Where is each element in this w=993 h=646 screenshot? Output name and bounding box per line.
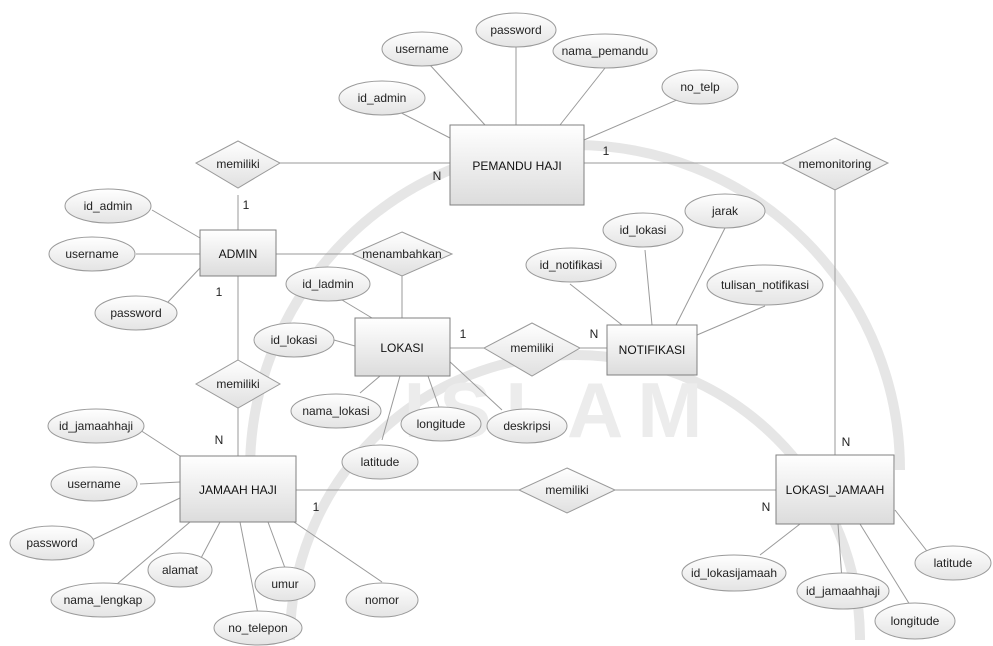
attribute-lokasi-longitude: longitude xyxy=(400,406,482,442)
svg-text:id_ladmin: id_ladmin xyxy=(302,277,353,291)
svg-text:nama_pemandu: nama_pemandu xyxy=(562,44,649,58)
svg-text:id_admin: id_admin xyxy=(84,199,133,213)
attribute-pemandu-no-telp: no_telp xyxy=(661,69,739,105)
svg-text:longitude: longitude xyxy=(891,614,940,628)
entity-jamaah-haji: JAMAAH HAJI xyxy=(179,455,297,523)
attribute-notifikasi-id-lokasi: id_lokasi xyxy=(602,212,684,248)
svg-text:deskripsi: deskripsi xyxy=(503,419,550,433)
relationship-memiliki-lokasi-notifikasi: memiliki xyxy=(482,322,582,377)
cardinality-label: N xyxy=(433,169,442,183)
svg-text:umur: umur xyxy=(271,577,298,591)
attribute-notifikasi-id-notifikasi: id_notifikasi xyxy=(525,247,617,283)
svg-text:password: password xyxy=(490,23,541,37)
svg-text:no_telp: no_telp xyxy=(680,80,720,94)
watermark-seal: ISLAM xyxy=(245,140,905,641)
svg-text:tulisan_notifikasi: tulisan_notifikasi xyxy=(721,278,809,292)
relationship-label: memiliki xyxy=(545,483,588,497)
svg-text:id_notifikasi: id_notifikasi xyxy=(540,258,603,272)
svg-text:id_lokasijamaah: id_lokasijamaah xyxy=(691,566,777,580)
entity-notifikasi: NOTIFIKASI xyxy=(606,324,698,376)
entity-label: NOTIFIKASI xyxy=(619,343,686,357)
attribute-lokasi-nama-lokasi: nama_lokasi xyxy=(290,393,382,429)
attribute-jamaah-no-telepon: no_telepon xyxy=(213,610,303,646)
attribute-pemandu-password: password xyxy=(475,12,557,48)
attribute-lokasijamaah-latitude: latitude xyxy=(914,545,992,581)
svg-text:longitude: longitude xyxy=(417,417,466,431)
attribute-admin-id-admin: id_admin xyxy=(64,188,152,224)
svg-text:username: username xyxy=(67,477,121,491)
attribute-jamaah-nama-lengkap: nama_lengkap xyxy=(50,582,156,618)
relationship-label: memonitoring xyxy=(799,157,872,171)
attribute-lokasi-id-lokasi: id_lokasi xyxy=(253,322,335,358)
svg-text:nama_lokasi: nama_lokasi xyxy=(302,404,369,418)
entity-lokasi: LOKASI xyxy=(354,317,451,377)
relationship-label: memiliki xyxy=(216,377,259,391)
svg-text:password: password xyxy=(26,536,77,550)
entity-label: LOKASI_JAMAAH xyxy=(786,483,885,497)
attribute-pemandu-nama-pemandu: nama_pemandu xyxy=(552,33,658,69)
attribute-jamaah-username: username xyxy=(50,466,138,502)
attribute-pemandu-id-admin: id_admin xyxy=(338,80,426,116)
entity-label: ADMIN xyxy=(219,247,258,261)
cardinality-label: N xyxy=(842,435,851,449)
entity-label: PEMANDU HAJI xyxy=(472,159,561,173)
cardinality-label: N xyxy=(590,327,599,341)
relationship-label: memiliki xyxy=(510,341,553,355)
svg-text:alamat: alamat xyxy=(162,563,199,577)
svg-text:id_lokasi: id_lokasi xyxy=(271,333,318,347)
entity-lokasi-jamaah: LOKASI_JAMAAH xyxy=(775,454,895,525)
attribute-jamaah-alamat: alamat xyxy=(147,552,213,588)
svg-text:username: username xyxy=(65,247,119,261)
cardinality-label: N xyxy=(215,433,224,447)
svg-text:id_lokasi: id_lokasi xyxy=(620,223,667,237)
svg-text:no_telepon: no_telepon xyxy=(228,621,287,635)
svg-text:id_admin: id_admin xyxy=(358,91,407,105)
cardinality-label: 1 xyxy=(243,198,250,212)
relationship-memonitoring: memonitoring xyxy=(780,137,890,191)
entity-label: JAMAAH HAJI xyxy=(199,483,277,497)
cardinality-label: 1 xyxy=(313,500,320,514)
svg-text:id_jamaahhaji: id_jamaahhaji xyxy=(59,419,133,433)
relationship-memiliki-jamaah-lokasijamaah: memiliki xyxy=(517,467,617,514)
svg-text:nama_lengkap: nama_lengkap xyxy=(64,593,143,607)
entity-admin: ADMIN xyxy=(199,229,277,277)
cardinality-label: 1 xyxy=(216,285,223,299)
attribute-lokasi-deskripsi: deskripsi xyxy=(486,408,568,444)
attribute-lokasijamaah-id-lokasijamaah: id_lokasijamaah xyxy=(681,554,787,592)
attribute-notifikasi-tulisan-notifikasi: tulisan_notifikasi xyxy=(706,264,824,306)
svg-text:latitude: latitude xyxy=(361,455,400,469)
attribute-lokasijamaah-longitude: longitude xyxy=(874,602,956,640)
attribute-admin-password: password xyxy=(94,295,178,331)
cardinality-labels: N 1 1 1 1 N N N 1 N xyxy=(215,144,851,514)
relationship-memiliki-admin-pemandu: memiliki xyxy=(194,140,282,189)
svg-text:jarak: jarak xyxy=(711,204,739,218)
attribute-lokasi-id-ladmin: id_ladmin xyxy=(285,266,371,302)
relationship-label: memiliki xyxy=(216,157,259,171)
relationship-label: menambahkan xyxy=(362,247,441,261)
attribute-jamaah-password: password xyxy=(9,525,95,561)
svg-text:password: password xyxy=(110,306,161,320)
attribute-pemandu-username: username xyxy=(381,31,463,67)
entity-label: LOKASI xyxy=(380,341,423,355)
cardinality-label: 1 xyxy=(460,327,467,341)
relationship-menambahkan: menambahkan xyxy=(350,231,454,277)
svg-text:username: username xyxy=(395,42,449,56)
svg-text:latitude: latitude xyxy=(934,556,973,570)
entity-pemandu-haji: PEMANDU HAJI xyxy=(449,124,585,206)
attribute-lokasi-latitude: latitude xyxy=(341,444,419,480)
connectors xyxy=(91,46,931,615)
cardinality-label: N xyxy=(762,500,771,514)
attribute-jamaah-id-jamaahhaji: id_jamaahhaji xyxy=(47,408,145,444)
attribute-jamaah-umur: umur xyxy=(254,566,316,602)
attribute-admin-username: username xyxy=(48,236,136,272)
attribute-notifikasi-jarak: jarak xyxy=(684,193,766,229)
svg-text:id_jamaahhaji: id_jamaahhaji xyxy=(806,584,880,598)
cardinality-label: 1 xyxy=(603,144,610,158)
svg-text:nomor: nomor xyxy=(365,593,399,607)
attribute-jamaah-nomor: nomor xyxy=(345,582,419,618)
attribute-lokasijamaah-id-jamaahhaji: id_jamaahhaji xyxy=(796,572,890,610)
relationship-memiliki-admin-jamaah: memiliki xyxy=(194,359,282,409)
